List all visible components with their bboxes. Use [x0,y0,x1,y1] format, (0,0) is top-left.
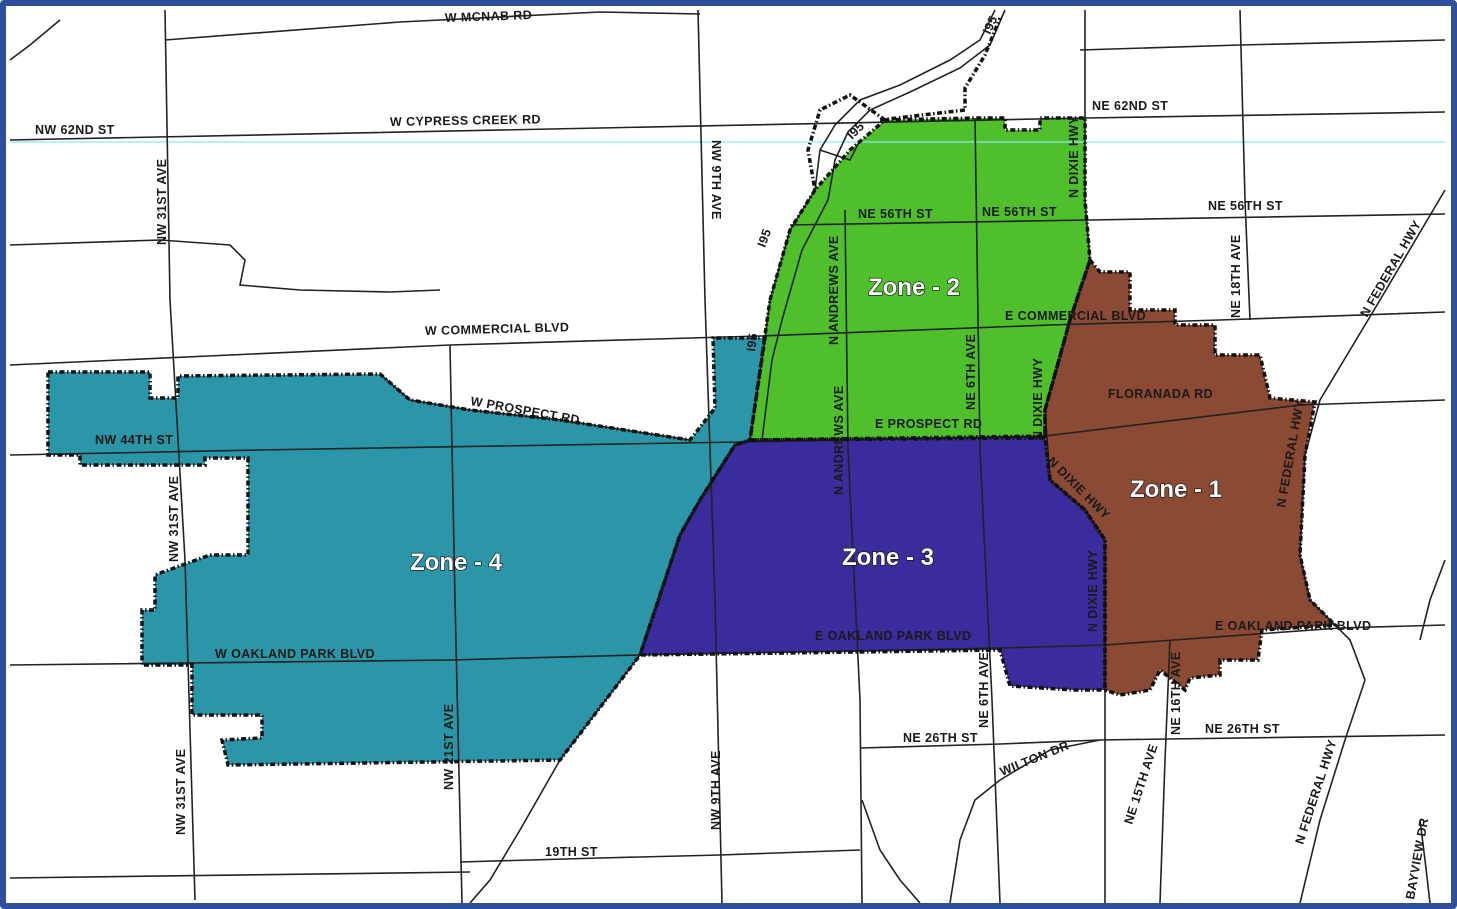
label-i95-north: I95 [980,14,1001,37]
label-nw-44th-st: NW 44TH ST [95,433,173,447]
road-6th-ave [974,117,1001,903]
zone-3-label: Zone - 3 [842,544,934,571]
zone-4-area[interactable] [48,338,765,765]
label-nw-31st-ave-mid: NW 31ST AVE [167,476,181,562]
label-nw-9th-ave-north: NW 9TH AVE [709,140,723,220]
road-commercial [9,311,1446,366]
road-9th-ave [697,9,723,903]
road-bottom [9,871,471,879]
road-east-inner [1419,559,1446,641]
label-n-andrews-ave-north: N ANDREWS AVE [827,235,841,345]
label-e-oakland-park-blvd-2: E OAKLAND PARK BLVD [1215,619,1371,633]
label-ne-56th-st-2: NE 56TH ST [982,205,1057,219]
label-i95-south: I95 [755,227,775,249]
road-oakland-park [9,624,1446,666]
label-n-andrews-ave-mid: N ANDREWS AVE [832,385,846,495]
label-floranada-rd: FLORANADA RD [1108,387,1213,401]
label-ne-6th-ave-north: NE 6TH AVE [964,334,978,410]
zone-labels: Zone - 2 Zone - 1 Zone - 3 Zone - 4 [409,273,1222,576]
road-wilton-curve [949,779,1001,903]
road-west-upper [9,19,61,61]
label-w-oakland-park-blvd: W OAKLAND PARK BLVD [215,647,375,661]
road-south-curve [861,799,921,903]
road-26th-st [859,734,1446,749]
label-i95-lower: I95 [744,332,760,352]
label-nw-21st-ave: NW 21ST AVE [442,704,456,790]
zone-1-boundary [1043,256,1339,697]
zone-2-boundary [747,116,1092,442]
label-n-dixie-hwy-south: N DIXIE HWY [1086,550,1100,632]
label-w-cypress-creek-rd: W CYPRESS CREEK RD [390,112,541,129]
road-cypress-creek [9,111,1446,141]
road-andrews [844,209,863,903]
label-ne-6th-ave-south: NE 6TH AVE [977,652,991,728]
zone-1-label: Zone - 1 [1130,476,1222,503]
label-e-oakland-park-blvd-1: E OAKLAND PARK BLVD [815,629,971,643]
road-bayview [1419,819,1431,903]
label-ne-15th-ave: NE 15TH AVE [1122,742,1161,826]
zone-4-boundary [46,336,768,767]
road-mcnab [164,11,701,41]
i95-corridor-boundary-west [806,92,887,191]
road-i95-ramp [819,139,861,161]
road-16th-ave [1159,639,1171,903]
label-nw-31st-ave-south: NW 31ST AVE [174,749,188,835]
label-n-dixie-hwy-north: N DIXIE HWY [1067,116,1081,198]
label-ne-26th-st-1: NE 26TH ST [903,731,978,745]
zone-2-area[interactable] [750,118,1090,440]
road-west-bend [9,239,441,293]
label-ne-56th-st-1: NE 56TH ST [858,207,933,221]
label-w-mcnab-rd: W MCNAB RD [445,8,533,25]
road-north-top [1079,39,1446,51]
label-n-federal-hwy-north: N FEDERAL HWY [1357,218,1424,320]
zone-2-label: Zone - 2 [868,274,960,301]
road-19th-st [459,849,861,863]
road-i95-east [761,9,1006,441]
label-n-federal-hwy-south: N FEDERAL HWY [1293,738,1340,846]
label-ne-18th-ave: NE 18TH AVE [1229,234,1243,318]
label-w-commercial-blvd: W COMMERCIAL BLVD [425,320,570,338]
zone-4-label: Zone - 4 [410,549,503,576]
label-n-dixie-hwy-mid: N DIXIE HWY [1031,358,1045,440]
label-nw-31st-ave-north: NW 31ST AVE [155,159,169,245]
zone-areas [48,118,1335,765]
label-ne-16th-ave: NE 16TH AVE [1169,651,1183,735]
label-e-commercial-blvd: E COMMERCIAL BLVD [1005,309,1146,323]
zone-boundaries [46,17,1339,767]
road-31st-ave [164,9,196,901]
road-18th-ave [1239,9,1251,321]
road-21st-ave [449,344,463,903]
label-nw-62nd-st: NW 62ND ST [35,123,115,137]
label-ne-56th-st-east: NE 56TH ST [1208,199,1283,213]
zone-map: W MCNAB RD NW 62ND ST W CYPRESS CREEK RD… [9,8,1446,903]
label-ne-26th-st-2: NE 26TH ST [1205,722,1280,736]
i95-corridor-boundary [879,17,1002,122]
road-56th-st [789,213,1446,226]
label-e-prospect-rd: E PROSPECT RD [875,417,982,431]
label-ne-62nd-st: NE 62ND ST [1092,99,1168,113]
label-nw-9th-ave-south: NW 9TH AVE [709,750,723,830]
label-bayview-dr: BAYVIEW DR [1403,817,1431,901]
label-19th-st: 19TH ST [545,845,598,859]
road-wilton [999,739,1101,781]
